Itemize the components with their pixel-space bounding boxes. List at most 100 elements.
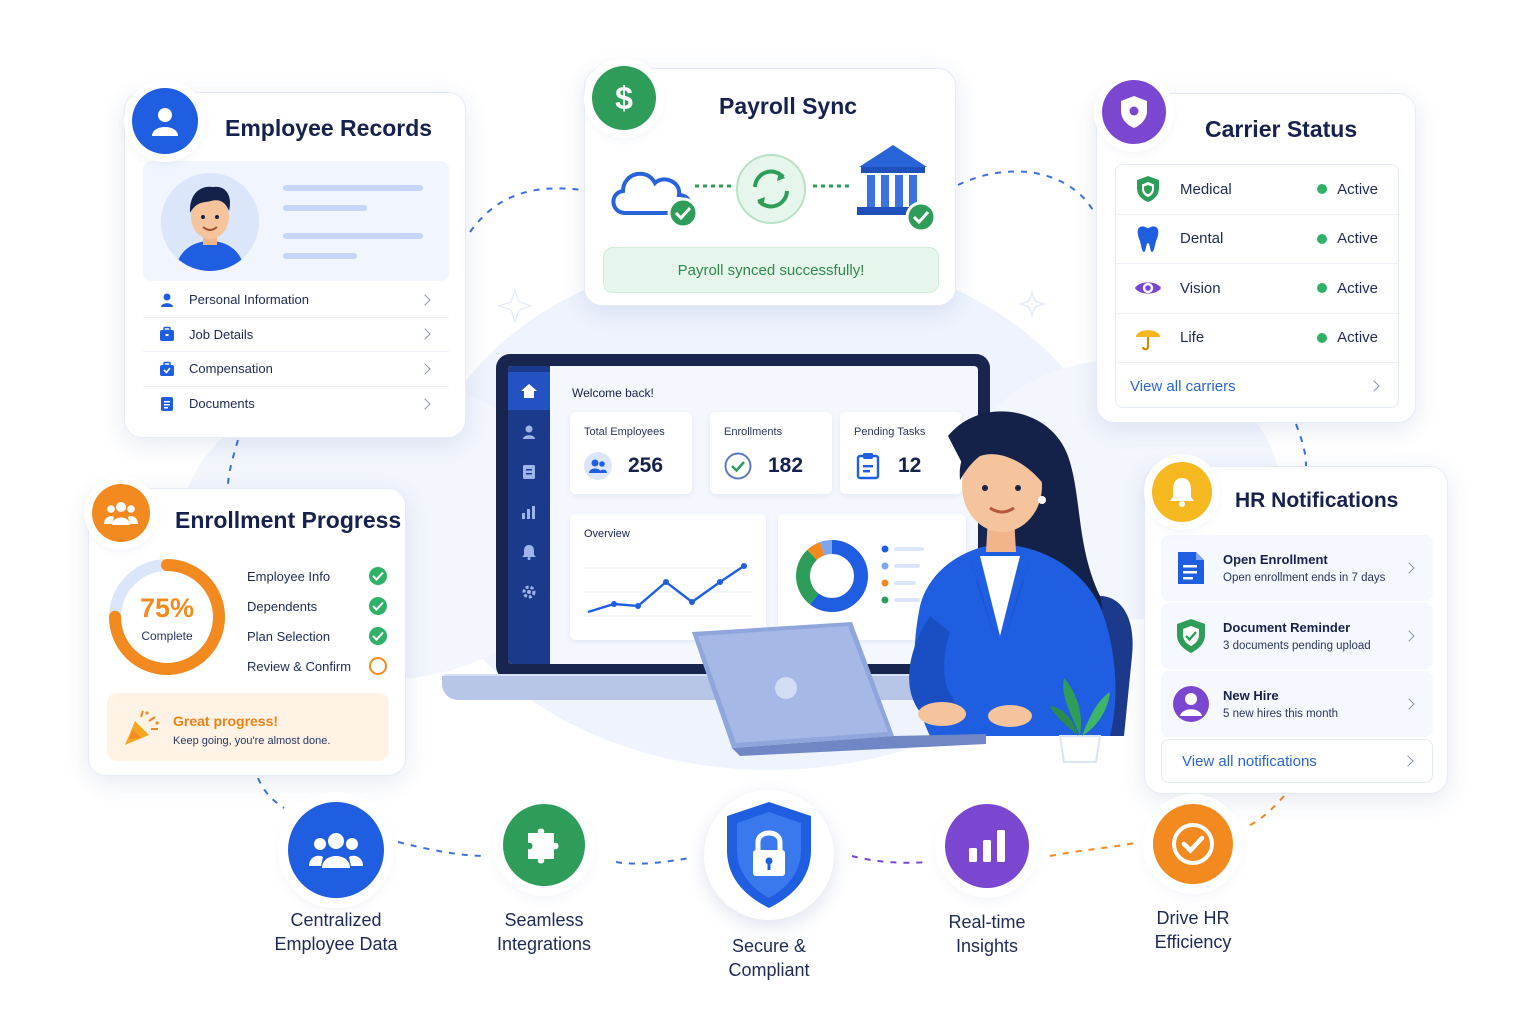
placeholder-line	[283, 205, 367, 211]
record-item-personal-information[interactable]: Personal Information	[143, 283, 449, 318]
clipboard-icon	[854, 452, 882, 480]
status-dot	[1317, 283, 1328, 294]
placeholder-line	[283, 233, 423, 239]
notification-new-hire[interactable]: New Hire 5 new hires this month	[1161, 671, 1433, 737]
view-all-notifications-link[interactable]: View all notifications	[1161, 739, 1433, 783]
stat-label: Pending Tasks	[854, 426, 926, 438]
chart-icon[interactable]	[519, 502, 539, 522]
stat-enrollments: Enrollments 182	[710, 412, 832, 494]
chevron-right-icon	[1368, 380, 1380, 392]
users-icon	[584, 452, 612, 480]
progress-banner-text: Keep going, you're almost done.	[173, 735, 331, 747]
tooth-icon	[1134, 225, 1162, 253]
step-plan-selection: Plan Selection	[247, 621, 387, 651]
checkmark-circle-icon	[724, 452, 752, 480]
person-icon	[132, 88, 198, 154]
welcome-message: Welcome back!	[572, 386, 654, 400]
placeholder-line	[283, 253, 357, 259]
view-all-carriers-label: View all carriers	[1130, 377, 1236, 395]
sync-icon	[736, 154, 806, 224]
payroll-sync-status: Payroll synced successfully!	[603, 247, 939, 293]
progress-banner-title: Great progress!	[173, 713, 279, 729]
overview-panel: Overview	[570, 514, 766, 640]
stat-value: 182	[768, 454, 804, 477]
check-badge-icon	[1153, 804, 1233, 884]
notification-list: Open Enrollment Open enrollment ends in …	[1161, 535, 1433, 783]
bell-icon[interactable]	[519, 542, 539, 562]
employee-avatar	[161, 173, 259, 271]
donut-chart	[796, 540, 868, 612]
step-label: Employee Info	[247, 568, 331, 584]
home-icon[interactable]	[508, 372, 550, 410]
stat-value: 256	[628, 454, 664, 477]
group-icon	[92, 484, 150, 542]
chevron-right-icon	[419, 328, 431, 340]
notification-document-reminder[interactable]: Document Reminder 3 documents pending up…	[1161, 603, 1433, 669]
employee-profile-preview	[143, 161, 449, 281]
person-icon[interactable]	[519, 422, 539, 442]
stat-pending-tasks: Pending Tasks 12	[840, 412, 962, 494]
employee-records-title: Employee Records	[225, 115, 433, 141]
payroll-sync-title: Payroll Sync	[719, 93, 858, 119]
gear-icon[interactable]	[519, 582, 539, 602]
notification-open-enrollment[interactable]: Open Enrollment Open enrollment ends in …	[1161, 535, 1433, 601]
carrier-name: Medical	[1180, 180, 1232, 198]
checkmark-icon	[369, 627, 387, 645]
progress-ring	[109, 559, 225, 675]
checkmark-icon	[369, 597, 387, 615]
feature-label-line: Secure &	[731, 936, 807, 956]
svg-text:$: $	[615, 80, 633, 116]
status-dot	[1317, 332, 1328, 343]
cloud-icon	[611, 171, 699, 227]
view-all-carriers-link[interactable]: View all carriers	[1116, 363, 1398, 409]
pending-circle-icon	[369, 657, 387, 675]
hr-notifications-title: HR Notifications	[1235, 489, 1399, 512]
carrier-row-medical: Medical Active	[1116, 165, 1398, 215]
checkmark-icon	[369, 567, 387, 585]
record-item-documents[interactable]: Documents	[143, 387, 449, 422]
step-dependents: Dependents	[247, 591, 387, 621]
document-icon	[1171, 548, 1211, 588]
document-icon[interactable]	[519, 462, 539, 482]
chevron-right-icon	[1403, 698, 1415, 710]
record-item-job-details[interactable]: Job Details	[143, 318, 449, 352]
bell-icon	[1152, 462, 1212, 522]
overview-line-chart	[584, 563, 752, 617]
feature-label-line: Efficiency	[1154, 932, 1232, 952]
carrier-status: Active	[1337, 230, 1378, 248]
progress-ring-fill	[109, 559, 225, 675]
donut-legend	[881, 545, 924, 604]
step-review-confirm: Review & Confirm	[247, 651, 387, 681]
shield-icon	[1102, 80, 1166, 144]
stat-label: Total Employees	[584, 426, 665, 438]
record-item-compensation[interactable]: Compensation	[143, 352, 449, 387]
stat-value: 12	[898, 454, 922, 477]
progress-banner: Great progress! Keep going, you're almos…	[107, 693, 389, 761]
umbrella-icon	[1134, 324, 1162, 352]
carrier-status-title: Carrier Status	[1205, 116, 1358, 142]
lock-shield-icon	[704, 790, 834, 920]
bar-chart-icon	[945, 804, 1029, 888]
carrier-status: Active	[1337, 180, 1378, 198]
person-icon	[161, 293, 173, 307]
record-item-label: Job Details	[189, 326, 254, 342]
chevron-right-icon	[419, 363, 431, 375]
placeholder-line	[283, 185, 423, 191]
sync-connector	[695, 184, 735, 188]
employee-records-list: Personal Information Job Details Compens…	[143, 283, 449, 421]
chevron-right-icon	[1403, 562, 1415, 574]
chevron-right-icon	[419, 294, 431, 306]
party-popper-icon	[125, 710, 159, 745]
carrier-status: Active	[1337, 329, 1378, 347]
carrier-status-card: Carrier Status Medical Active Dental Act…	[1096, 93, 1416, 423]
notification-subtitle: Open enrollment ends in 7 days	[1223, 572, 1386, 584]
sync-connector	[813, 184, 853, 188]
step-label: Review & Confirm	[247, 658, 352, 674]
record-item-label: Compensation	[189, 361, 273, 377]
carrier-row-life: Life Active	[1116, 314, 1398, 363]
dashboard-sidebar	[508, 366, 550, 664]
